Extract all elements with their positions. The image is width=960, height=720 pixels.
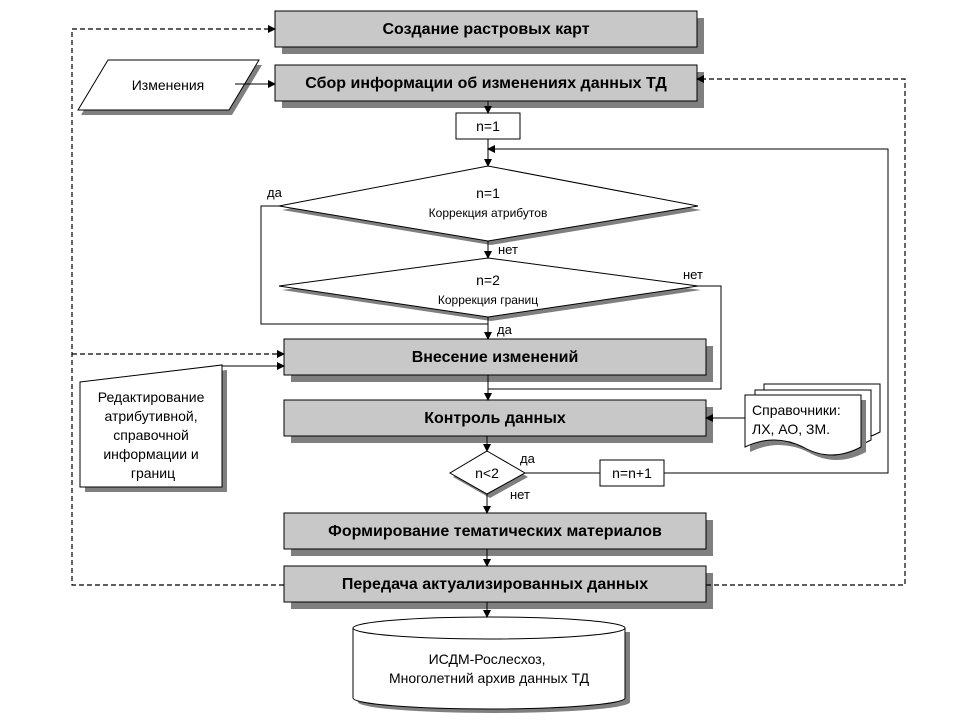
references-line-1: Справочники: bbox=[752, 402, 841, 418]
label-yes-decision-3: да bbox=[520, 451, 536, 466]
dashed-connectors bbox=[71, 25, 906, 586]
counter-increment: n=n+1 bbox=[599, 459, 665, 487]
input-editing-line-2: атрибутивной, bbox=[105, 408, 198, 424]
references-line-2: ЛХ, АО, ЗМ. bbox=[752, 421, 830, 437]
decision-attributes: n=1 Коррекция атрибутов bbox=[278, 165, 701, 245]
label-no-decision-3: нет bbox=[510, 487, 530, 502]
label-yes-decision-2: да bbox=[497, 322, 513, 337]
database-line-1: ИСДМ-Рослесхоз, bbox=[429, 651, 546, 667]
decision-boundaries-label: Коррекция границ bbox=[438, 293, 538, 307]
label-yes-decision-1: да bbox=[267, 185, 283, 200]
process-thematic-label: Формирование тематических материалов bbox=[328, 523, 662, 540]
decision-loop: n<2 bbox=[449, 450, 528, 498]
process-transfer: Передача актуализированных данных bbox=[283, 565, 713, 609]
input-changes-label: Изменения bbox=[132, 77, 205, 93]
input-editing-line-4: информации и bbox=[103, 446, 198, 462]
references-label: Справочники: ЛХ, АО, ЗМ. bbox=[752, 402, 845, 437]
decision-attributes-label: Коррекция атрибутов bbox=[429, 206, 548, 220]
database-cylinder: ИСДМ-Рослесхоз, Многолетний архив данных… bbox=[352, 616, 630, 713]
process-thematic: Формирование тематических материалов bbox=[283, 512, 713, 556]
label-no-decision-2: нет bbox=[683, 267, 703, 282]
database-label: ИСДМ-Рослесхоз, Многолетний архив данных… bbox=[389, 651, 590, 686]
decision-boundaries-condition: n=2 bbox=[476, 272, 500, 288]
decision-attributes-condition: n=1 bbox=[476, 185, 500, 201]
input-changes: Изменения bbox=[77, 59, 262, 115]
counter-init: n=1 bbox=[455, 112, 521, 140]
counter-init-label: n=1 bbox=[476, 118, 500, 134]
process-create-rasters-label: Создание растровых карт bbox=[382, 21, 589, 38]
input-editing-label: Редактирование атрибутивной, справочной … bbox=[98, 389, 209, 481]
process-collect-changes: Сбор информации об изменениях данных ТД bbox=[274, 64, 704, 108]
decision-boundaries: n=2 Коррекция границ bbox=[278, 257, 701, 321]
label-no-decision-1: нет bbox=[498, 242, 518, 257]
decision-loop-condition: n<2 bbox=[475, 465, 499, 481]
references-documents: Справочники: ЛХ, АО, ЗМ. bbox=[744, 383, 881, 460]
counter-increment-label: n=n+1 bbox=[612, 465, 652, 481]
input-editing-line-3: справочной bbox=[113, 427, 189, 443]
input-editing: Редактирование атрибутивной, справочной … bbox=[79, 364, 227, 492]
process-data-control: Контроль данных bbox=[283, 399, 713, 443]
process-apply-changes-label: Внесение изменений bbox=[412, 349, 579, 366]
input-editing-line-5: границ bbox=[131, 465, 175, 481]
process-create-rasters: Создание растровых карт bbox=[274, 10, 704, 54]
process-transfer-label: Передача актуализированных данных bbox=[342, 576, 648, 593]
connectors bbox=[222, 80, 889, 618]
process-apply-changes: Внесение изменений bbox=[283, 338, 713, 382]
database-line-2: Многолетний архив данных ТД bbox=[389, 670, 590, 686]
input-editing-line-1: Редактирование bbox=[98, 389, 205, 405]
process-collect-changes-label: Сбор информации об изменениях данных ТД bbox=[305, 75, 667, 92]
process-data-control-label: Контроль данных bbox=[424, 410, 566, 427]
